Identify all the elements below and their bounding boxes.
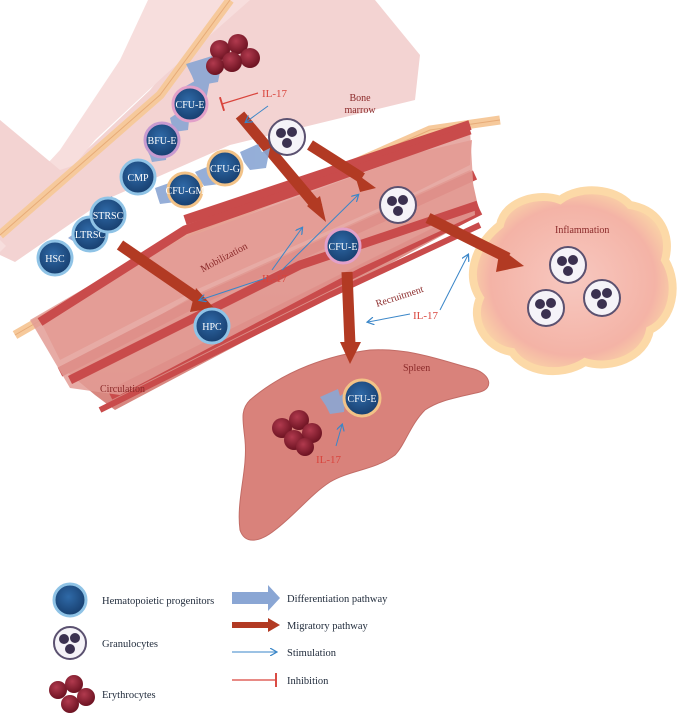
- svg-text:CFU-G: CFU-G: [210, 164, 240, 175]
- legend-item-migratory: Migratory pathway: [232, 618, 369, 632]
- migratory-arrow-icon: [232, 618, 280, 632]
- erythrocyte-cluster-marrow: [206, 34, 260, 75]
- svg-text:CFU-GM: CFU-GM: [166, 186, 205, 197]
- svg-text:BFU-E: BFU-E: [148, 136, 177, 147]
- granulocyte-inflammation-2: [527, 289, 565, 327]
- granulocyte-inflammation-1: [549, 246, 587, 284]
- svg-text:CMP: CMP: [127, 173, 149, 184]
- cell-hsc[interactable]: HSC: [36, 239, 74, 277]
- svg-text:Granulocytes: Granulocytes: [102, 639, 158, 650]
- cell-cfu-e-spleen[interactable]: CFU-E: [342, 378, 382, 418]
- svg-text:Stimulation: Stimulation: [287, 648, 337, 659]
- stimulation-arrows: [200, 105, 468, 447]
- svg-text:Inhibition: Inhibition: [287, 676, 329, 687]
- il17-label-spleen: IL-17: [316, 454, 342, 466]
- cell-strsc[interactable]: STRSC: [89, 196, 127, 234]
- svg-text:Hematopoietic progenitors: Hematopoietic progenitors: [102, 596, 214, 607]
- legend-item-stimulation: Stimulation: [232, 648, 337, 659]
- svg-text:CFU-E: CFU-E: [348, 394, 377, 405]
- svg-text:HPC: HPC: [202, 322, 222, 333]
- svg-text:Migratory pathway: Migratory pathway: [287, 621, 369, 632]
- legend-item-inhibition: Inhibition: [232, 672, 329, 688]
- cell-hpc[interactable]: HPC: [193, 307, 231, 345]
- svg-text:Differentiation pathway: Differentiation pathway: [287, 594, 388, 605]
- il17-label-circulation: IL-17: [262, 273, 288, 285]
- legend-item-erythrocytes: Erythrocytes: [49, 675, 156, 713]
- spleen-shape: [238, 349, 490, 541]
- progenitor-cell-icon: [52, 582, 88, 618]
- svg-text:HSC: HSC: [45, 254, 65, 265]
- blood-vessel: [30, 120, 483, 413]
- recruitment-label: Recruitment: [375, 284, 426, 310]
- legend-item-differentiation: Differentiation pathway: [232, 585, 388, 611]
- granulocyte-circulation: [379, 186, 417, 224]
- cell-cfu-e-circulation[interactable]: CFU-E: [324, 227, 362, 265]
- il17-label-recruitment: IL-17: [413, 310, 439, 322]
- inhibition-line: [218, 92, 259, 112]
- cell-cmp[interactable]: CMP: [119, 158, 157, 196]
- cell-cfu-e-marrow[interactable]: CFU-E: [171, 85, 209, 123]
- granulocyte-marrow: [268, 118, 306, 156]
- differentiation-arrow-icon: [232, 585, 280, 611]
- legend-item-granulocytes: Granulocytes: [53, 626, 158, 660]
- cell-cfu-g[interactable]: CFU-G: [206, 149, 244, 187]
- granulocytes: [268, 118, 621, 327]
- svg-text:CFU-E: CFU-E: [176, 100, 205, 111]
- legend-item-progenitors: Hematopoietic progenitors: [52, 582, 214, 618]
- granulocyte-inflammation-3: [583, 279, 621, 317]
- spleen-label: Spleen: [403, 363, 430, 374]
- cell-cfu-gm[interactable]: CFU-GM: [166, 171, 205, 209]
- inflammation-label: Inflammation: [555, 225, 609, 236]
- svg-text:CFU-E: CFU-E: [329, 242, 358, 253]
- il17-label-marrow: IL-17: [262, 88, 288, 100]
- circulation-label: Circulation: [100, 384, 145, 395]
- erythrocyte-cluster-icon: [49, 675, 95, 713]
- erythrocyte-cluster-spleen: [272, 410, 322, 456]
- svg-text:LTRSC: LTRSC: [75, 230, 106, 241]
- migratory-arrows: [116, 111, 524, 364]
- cell-bfu-e[interactable]: BFU-E: [143, 121, 181, 159]
- progenitor-cells: HSC LTRSC STRSC CMP BFU-E CFU-E CFU-GM: [36, 85, 382, 418]
- svg-text:Erythrocytes: Erythrocytes: [102, 690, 156, 701]
- granulocyte-icon: [53, 626, 87, 660]
- svg-text:STRSC: STRSC: [93, 211, 124, 222]
- legend: Hematopoietic progenitors Granulocytes E…: [49, 582, 388, 713]
